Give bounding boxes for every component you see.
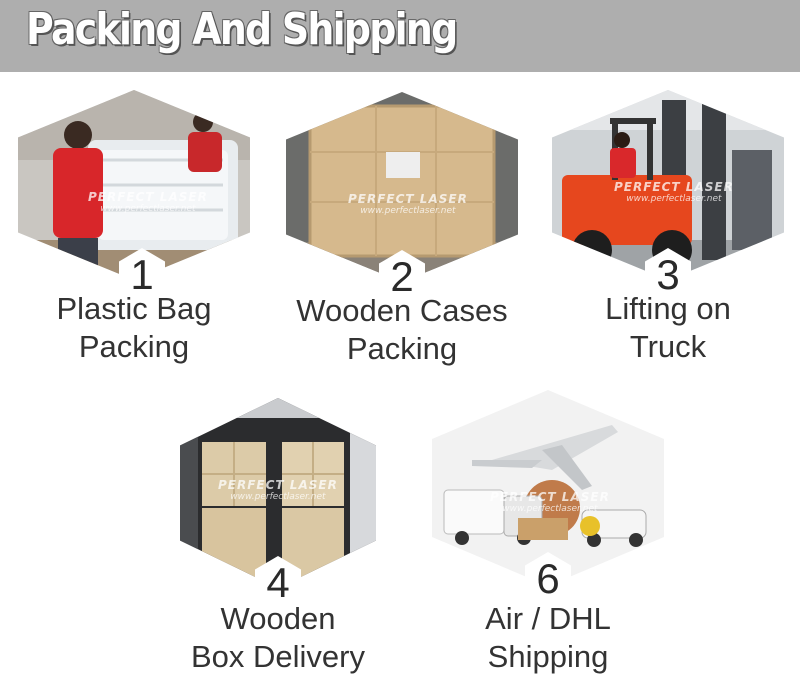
step-number-badge: 6 [525,552,571,606]
step-label-line: Air / DHL [485,601,611,636]
step-label-line: Shipping [487,639,609,674]
step-label: Wooden Cases Packing [276,292,528,368]
step-label: Plastic Bag Packing [18,290,250,366]
step-label-line: Lifting on [605,291,731,326]
step-label-line: Truck [629,329,707,364]
step-label: Wooden Box Delivery [160,600,396,676]
step-number: 2 [390,253,414,300]
step-label-line: Plastic Bag [56,291,212,326]
step-label: Air / DHL Shipping [432,600,664,676]
step-number-badge: 3 [645,248,691,302]
page-title: Packing And Shipping [26,4,458,55]
step-label-line: Wooden Cases [296,293,508,328]
step-label: Lifting on Truck [552,290,784,366]
step-label-line: Wooden [220,601,336,636]
step-label-line: Packing [346,331,458,366]
step-number: 6 [536,555,560,602]
step-label-line: Box Delivery [191,639,365,674]
step-number: 3 [656,251,680,298]
step-label-line: Packing [78,329,190,364]
title-banner: Packing And Shipping [0,0,800,72]
step-number: 4 [266,559,290,606]
step-number: 1 [130,251,154,298]
